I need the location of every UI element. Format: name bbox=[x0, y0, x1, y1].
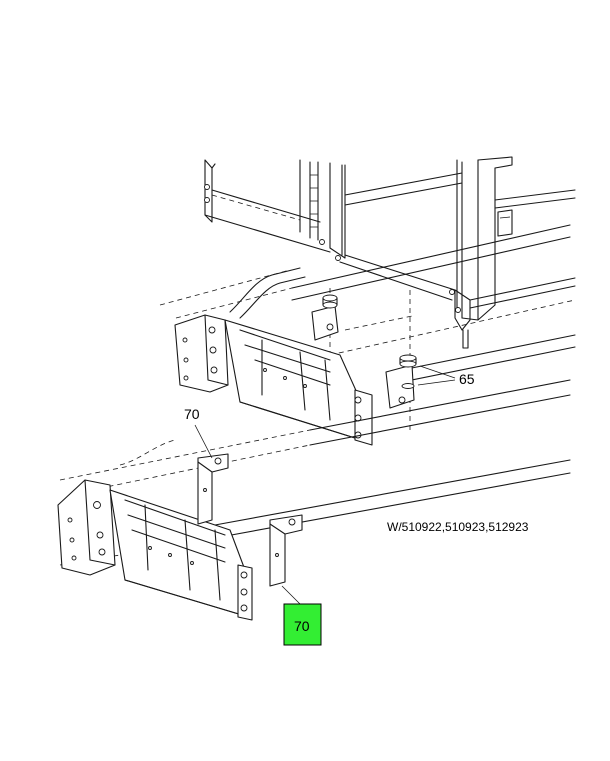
upper-frame-rail bbox=[159, 224, 576, 432]
callout-70-upper: 70 bbox=[184, 406, 200, 422]
leader-lines bbox=[194, 365, 456, 605]
callout-70-highlight-label: 70 bbox=[294, 618, 310, 634]
callout-65: 65 bbox=[459, 371, 475, 387]
lower-bracket-assembly bbox=[57, 479, 253, 621]
part-70-bracket-upper bbox=[197, 453, 229, 525]
part-65-brackets bbox=[385, 354, 417, 409]
upper-bracket-assembly bbox=[174, 267, 373, 446]
cab-structure bbox=[204, 156, 576, 349]
part-70-bracket-lower bbox=[269, 514, 303, 587]
diagram-reference: W/510922,510923,512923 bbox=[387, 520, 529, 534]
callout-70-highlight[interactable]: 70 bbox=[283, 603, 322, 646]
